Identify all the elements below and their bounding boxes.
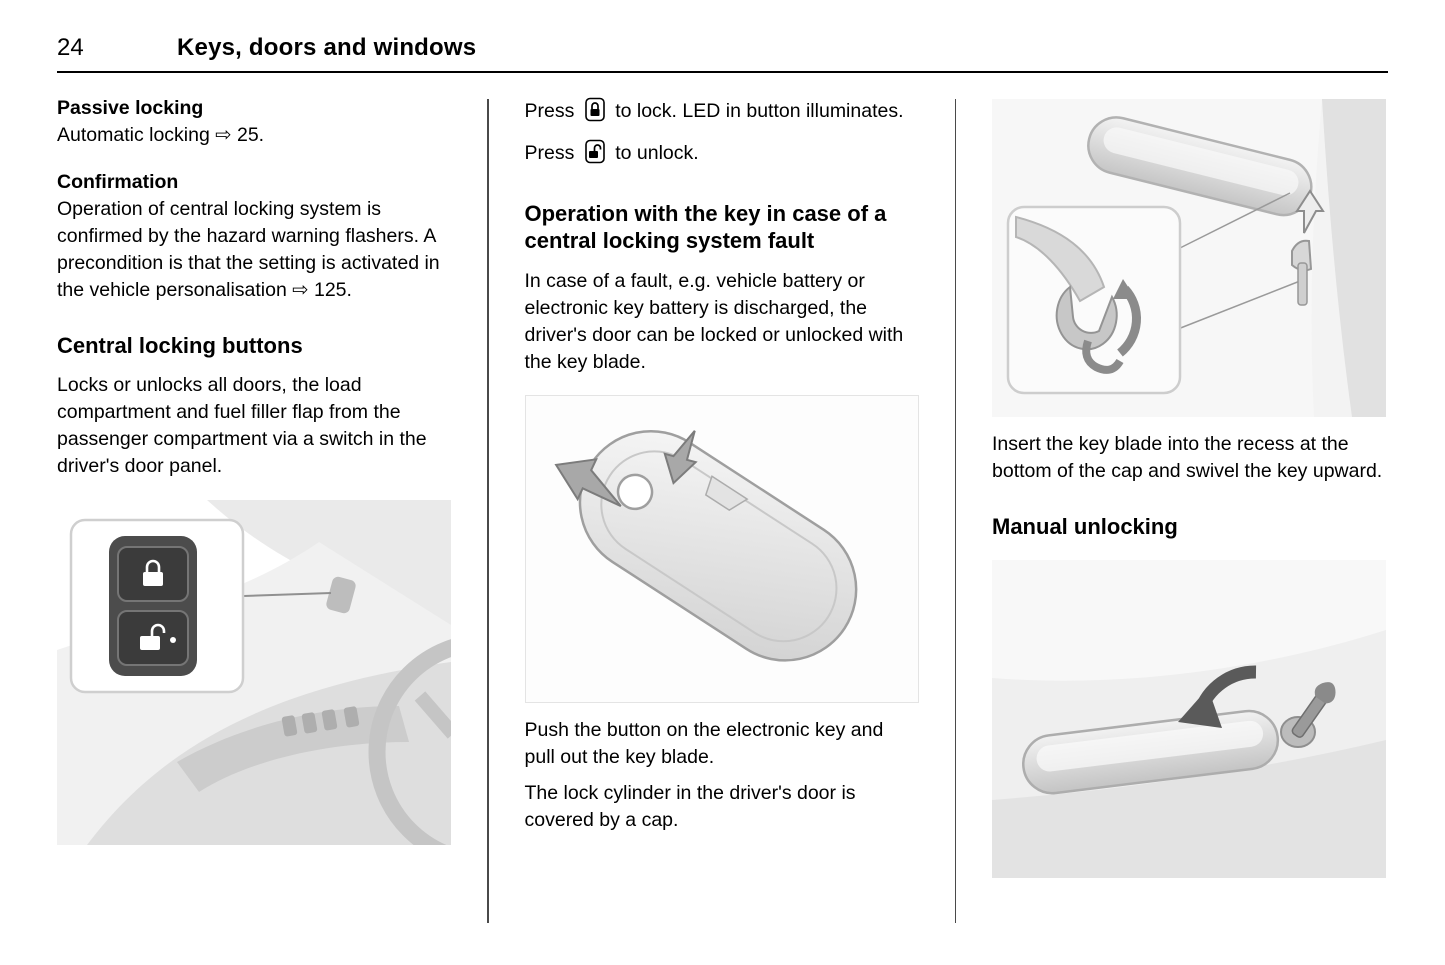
door-panel-illustration: [57, 499, 451, 845]
central-locking-buttons-text: Locks or unlocks all doors, the load com…: [57, 374, 427, 477]
central-locking-buttons-heading: Central locking buttons: [57, 332, 303, 358]
confirmation-heading: Confirmation: [57, 170, 179, 193]
fault-section-heading: Operation with the key in case of a cent…: [524, 200, 887, 254]
unlock-icon: [584, 139, 605, 172]
swivel-up-arrow: [1295, 189, 1325, 234]
column-1: Passive locking Automatic locking ⇨ 25. …: [57, 97, 451, 859]
column-2: Press to lock. LED in button illuminates…: [524, 97, 919, 843]
door-handle: [1022, 710, 1280, 795]
key: [1291, 682, 1336, 739]
column-3: Insert the key blade into the recess at …: [992, 97, 1386, 892]
unlock-button-icon: [140, 623, 176, 650]
press-lock-after: to lock. LED in button illuminates.: [615, 100, 904, 122]
insert-key-text: Insert the key blade into the recess at …: [992, 433, 1383, 482]
electronic-key-illustration: [524, 395, 919, 704]
column-divider: [954, 99, 956, 923]
handle-cap-figure: [992, 99, 1386, 417]
page-title: Keys, doors and windows: [177, 34, 477, 61]
key-blade: [1297, 262, 1308, 306]
column-divider: [487, 99, 489, 923]
press-unlock-before: Press: [524, 141, 575, 164]
press-unlock-line: Press to unlock.: [525, 139, 919, 172]
header-rule: [57, 71, 1388, 73]
passive-locking-text: Automatic locking ⇨ 25.: [57, 124, 265, 146]
pull-blade-arrow: [553, 458, 622, 508]
lock-cylinder-text: The lock cylinder in the driver's door i…: [524, 782, 856, 832]
key-release-button: [704, 475, 749, 512]
manual-unlocking-figure: [992, 560, 1386, 879]
lock-button-icon: [143, 559, 163, 586]
manual-unlocking-illustration: [992, 560, 1386, 879]
passive-locking-heading: Passive locking: [57, 97, 204, 119]
press-unlock-after: to unlock.: [615, 141, 699, 164]
push-button-text: Push the button on the electronic key an…: [524, 719, 884, 769]
content-columns: Passive locking Automatic locking ⇨ 25. …: [57, 97, 1388, 923]
electronic-key-figure: [524, 395, 919, 704]
press-lock-line: Press to lock. LED in button illuminates…: [525, 97, 919, 130]
door-panel-figure: [57, 499, 451, 845]
press-lock-before: Press: [524, 100, 575, 122]
key-hook: [1082, 339, 1124, 374]
page-number: 24: [57, 34, 84, 61]
handle-cap-illustration: [992, 99, 1386, 417]
page-header: 24 Keys, doors and windows: [57, 34, 1388, 62]
lock-icon: [584, 97, 605, 130]
confirmation-text: Operation of central locking system is c…: [57, 197, 440, 301]
manual-unlocking-heading: Manual unlocking: [992, 513, 1178, 539]
push-button-arrow: [662, 430, 698, 486]
fault-section-text: In case of a fault, e.g. vehicle battery…: [524, 269, 904, 373]
